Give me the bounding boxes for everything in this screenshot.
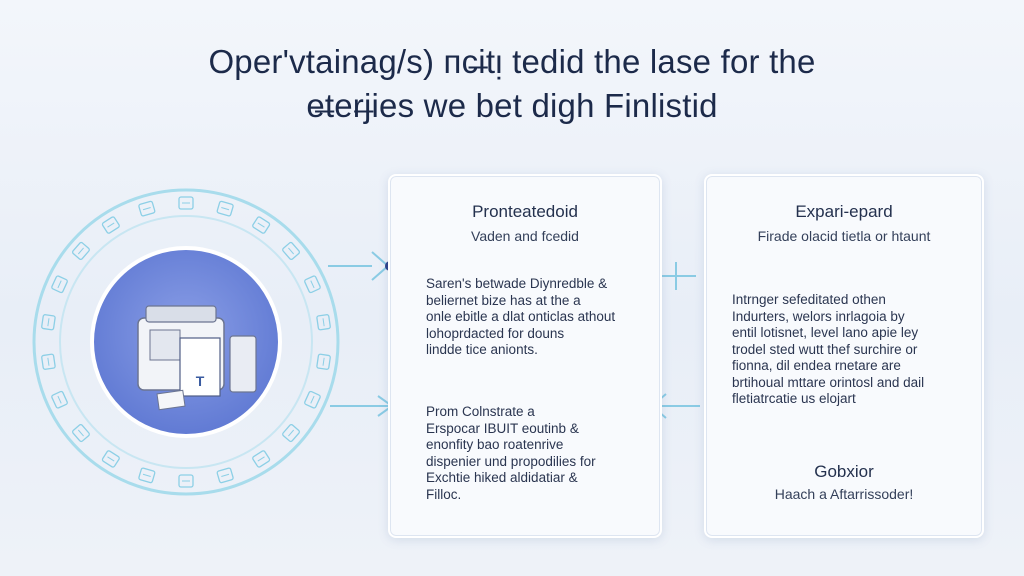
right-card-footer-subtitle: Haach a Aftarrissoder!	[774, 486, 914, 502]
right-card-title: Expari-epard	[795, 202, 893, 221]
ring-icon	[41, 353, 56, 370]
ring-icon	[216, 200, 234, 217]
right-card-text-1: Intrnger sefeditated othen Indurters, we…	[732, 292, 925, 406]
ring-icon-detail	[142, 473, 151, 477]
ring-icon-detail	[221, 473, 230, 477]
ring-icon-detail	[77, 429, 84, 437]
ring-icon-detail	[77, 247, 84, 255]
ring-icon	[72, 423, 90, 443]
ring-icon-detail	[288, 429, 295, 437]
ring-icon-detail	[107, 222, 115, 228]
ring-icon	[252, 216, 271, 234]
headline-line-1: Oper'vtainag/s) ᴨᴄ̶itᴉ tedid the lase fo…	[208, 43, 816, 80]
ring-icon-detail	[57, 280, 62, 289]
ring-icon	[138, 200, 156, 217]
ring-icon-detail	[142, 207, 151, 211]
device-label: T	[196, 373, 205, 389]
ring-icon	[216, 467, 234, 484]
headline: Oper'vtainag/s) ᴨᴄ̶itᴉ tedid the lase fo…	[0, 40, 1024, 128]
ring-icon	[304, 390, 321, 409]
left-card-text-1: Saren's betwade Diynredble & beliernet b…	[426, 276, 616, 357]
left-card-title: Pronteatedoid	[472, 202, 578, 221]
left-card-text-2: Prom Colnstrate a Erspocar IBUIT eoutinb…	[426, 404, 596, 502]
ring-icon	[51, 390, 68, 409]
ring-icon-detail	[322, 357, 325, 366]
ring-icons	[41, 196, 331, 488]
printer-icon: T	[137, 305, 257, 411]
ring-icon-detail	[257, 222, 265, 228]
ring-icon	[138, 467, 156, 484]
ring-icon	[316, 353, 331, 370]
ring-icon	[252, 450, 271, 468]
ring-icon	[51, 275, 68, 294]
ring-icon-detail	[310, 395, 315, 404]
ring-icon-detail	[310, 280, 315, 289]
middle-ring	[59, 215, 313, 469]
ring-icon-detail	[107, 456, 115, 462]
ring-icon	[41, 314, 56, 331]
ring-icon-detail	[288, 247, 295, 255]
right-card-subtitle: Firade olacid tietla or htaunt	[757, 228, 931, 244]
left-card-subtitle: Vaden and fcedid	[471, 228, 579, 244]
ring-icon	[72, 241, 90, 261]
ring-icon	[101, 450, 120, 468]
ring-icon-detail	[322, 318, 325, 327]
hub-group: T	[32, 188, 340, 496]
ring-icon-detail	[47, 357, 50, 366]
left-card: Pronteatedoid Vaden and fcedid Saren's b…	[388, 174, 662, 538]
ring-icon-detail	[47, 318, 50, 327]
outer-ring	[32, 188, 340, 496]
ring-icon	[304, 275, 321, 294]
right-card: Expari-epard Firade olacid tietla or hta…	[704, 174, 984, 538]
ring-icon	[101, 216, 120, 234]
headline-line-2: e̶ter̶jies we bet digh Finlistid	[306, 87, 718, 124]
ring-icon-detail	[221, 207, 230, 211]
ring-icon	[282, 241, 300, 261]
right-card-footer-title: Gobxior	[814, 462, 874, 481]
ring-icon	[178, 474, 194, 488]
ring-icon	[178, 196, 194, 210]
ring-icon-detail	[57, 395, 62, 404]
ring-icon-detail	[257, 456, 265, 462]
ring-icon	[282, 423, 300, 443]
ring-icon	[316, 314, 331, 331]
